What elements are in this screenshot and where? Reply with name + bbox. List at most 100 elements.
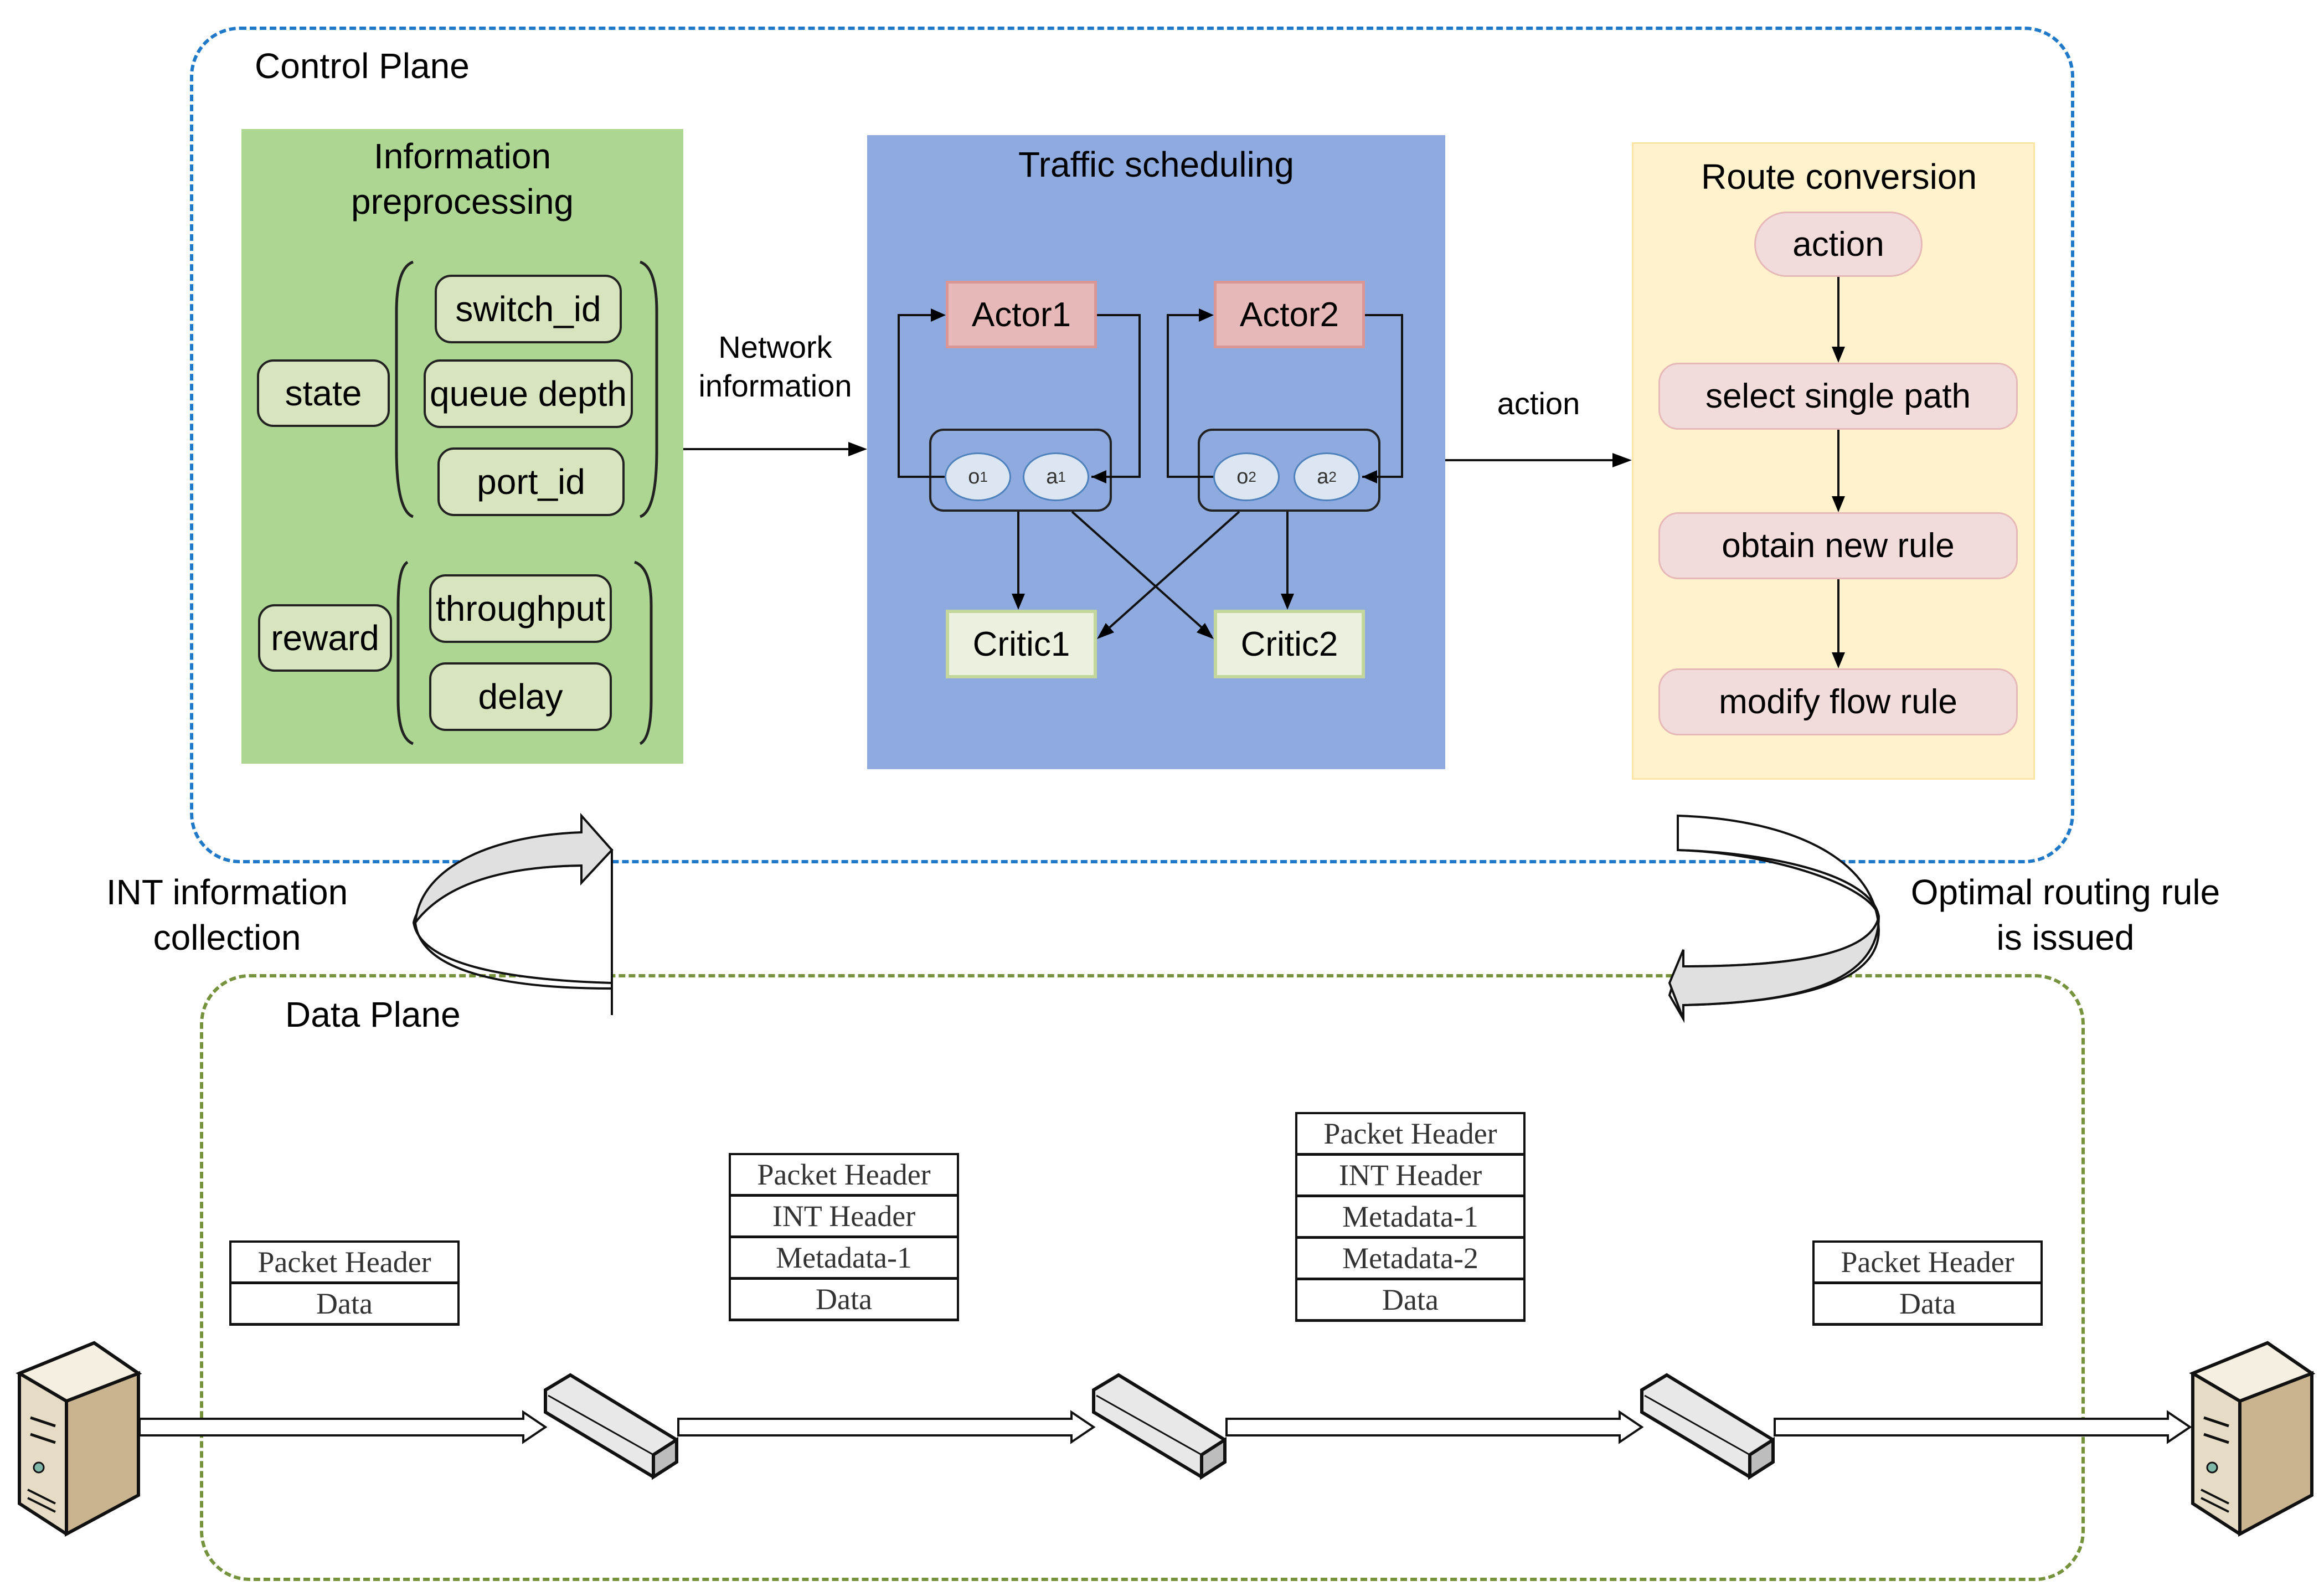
control-plane-boundary (190, 27, 2074, 863)
traffic-scheduling-title: Traffic scheduling (1018, 145, 1295, 184)
packet-field: Data (229, 1281, 460, 1326)
link-switch1-to-switch2 (677, 1410, 1096, 1444)
state-item-queue-depth: queue depth (424, 359, 633, 428)
route-step-select-single-path: select single path (1658, 363, 2018, 430)
route-conversion-connectors (1832, 277, 1845, 668)
packet-field: INT Header (729, 1194, 959, 1238)
switch-3-icon (1640, 1373, 1775, 1480)
action-edge-label: action (1497, 386, 1580, 421)
network-information-label-line1: Network (718, 329, 832, 364)
arrowhead-critic2 (1281, 594, 1294, 610)
data-links (138, 1410, 2192, 1444)
packet-field: Packet Header (729, 1153, 959, 1197)
network-information-label-line2: information (698, 368, 852, 403)
actor1-to-a1-arrow (1091, 314, 1141, 478)
packet-field-row: Packet Header (1812, 1240, 2043, 1284)
packet-field: Metadata-1 (1295, 1194, 1526, 1239)
optimal-rule-curved-arrow (1668, 814, 1880, 1023)
route-conversion-title: Route conversion (1701, 157, 1977, 197)
o1-subscript: 1 (980, 468, 988, 485)
arrowhead-actor1 (931, 308, 946, 322)
packet-field: Data (1295, 1278, 1526, 1322)
state-bracket-right (639, 260, 658, 518)
reward-box: reward (258, 604, 392, 672)
o2-subscript: 2 (1248, 468, 1256, 485)
route-step-action: action (1754, 212, 1923, 277)
arrowhead-critic1 (1012, 594, 1025, 610)
state-bracket-left (395, 260, 414, 518)
packet-field-row: Data (1295, 1278, 1526, 1322)
packet-field-row: Metadata-1 (1295, 1194, 1526, 1239)
critic2-box: Critic2 (1214, 610, 1365, 678)
packet-field-row: Packet Header (729, 1153, 959, 1197)
a1-text: a (1046, 465, 1058, 488)
agent1-to-critic2-arrow (1071, 511, 1213, 637)
arrowhead-cross-critic2 (1197, 623, 1214, 639)
route-step-modify-flow-rule: modify flow rule (1658, 668, 2018, 735)
packet-field: INT Header (1295, 1153, 1526, 1197)
optimal-rule-label-line1: Optimal routing rule (1910, 872, 2220, 912)
o1-text: o (968, 465, 980, 488)
actor1-box: Actor1 (946, 281, 1097, 348)
packet-field: Packet Header (1812, 1240, 2043, 1284)
agent2-group (1198, 429, 1380, 512)
arrowhead-select (1832, 347, 1845, 363)
packet-field-row: Packet Header (1295, 1112, 1526, 1156)
brackets (395, 260, 658, 745)
arrowhead-action (1612, 453, 1632, 467)
packet-field: Packet Header (229, 1240, 460, 1284)
reward-item-throughput: throughput (429, 574, 612, 643)
packet-field: Data (1812, 1281, 2043, 1326)
source-server-icon (16, 1341, 142, 1537)
a2-text: a (1317, 465, 1329, 488)
optimal-rule-label-line2: is issued (1996, 918, 2135, 957)
a2-subscript: 2 (1328, 468, 1337, 485)
packet-field: Packet Header (1295, 1112, 1526, 1156)
arrowhead-a1 (1091, 470, 1106, 483)
int-collection-curved-arrow (412, 812, 614, 1015)
a1-subscript: 1 (1058, 468, 1066, 485)
actor2-box: Actor2 (1214, 281, 1365, 348)
arrowhead-a2 (1362, 470, 1377, 483)
agent1-group (929, 429, 1112, 512)
int-collection-label-line2: collection (153, 918, 301, 957)
switch-2-icon (1092, 1373, 1227, 1480)
arrowhead-modify (1832, 652, 1845, 668)
switch-1-icon (544, 1373, 678, 1480)
packet-field-row: Metadata-1 (729, 1235, 959, 1280)
route-conversion-panel: Route conversion action select single pa… (1632, 142, 2035, 780)
packet-field-row: Data (729, 1277, 959, 1321)
reward-bracket-left (396, 560, 414, 745)
state-item-switch-id: switch_id (435, 275, 622, 343)
actor2-to-a2-arrow (1362, 314, 1403, 478)
route-step-obtain-new-rule: obtain new rule (1658, 512, 2018, 579)
arrowhead-network-info (848, 442, 867, 456)
arrowhead-actor2 (1199, 308, 1214, 322)
packet-field-row: Metadata-2 (1295, 1236, 1526, 1280)
o1-to-actor1-arrow (898, 314, 945, 478)
link-switch2-to-switch3 (1225, 1410, 1644, 1444)
packet-field-row: Packet Header (229, 1240, 460, 1284)
link-server-to-switch1 (138, 1410, 548, 1444)
packet-field: Metadata-2 (1295, 1236, 1526, 1280)
link-switch3-to-server (1774, 1410, 2192, 1444)
packet-field-row: INT Header (729, 1194, 959, 1238)
reward-bracket-right (634, 560, 653, 745)
packet-field: Metadata-1 (729, 1235, 959, 1280)
packet-field-row: Data (1812, 1281, 2043, 1326)
arrowhead-cross-critic1 (1097, 623, 1114, 639)
packet-field: Data (729, 1277, 959, 1321)
int-collection-label-line1: INT information (106, 872, 348, 912)
data-plane-boundary (200, 974, 2085, 1581)
reward-item-delay: delay (429, 662, 612, 731)
o2-text: o (1236, 465, 1249, 488)
control-plane-title: Control Plane (255, 46, 470, 86)
state-box: state (257, 359, 390, 427)
